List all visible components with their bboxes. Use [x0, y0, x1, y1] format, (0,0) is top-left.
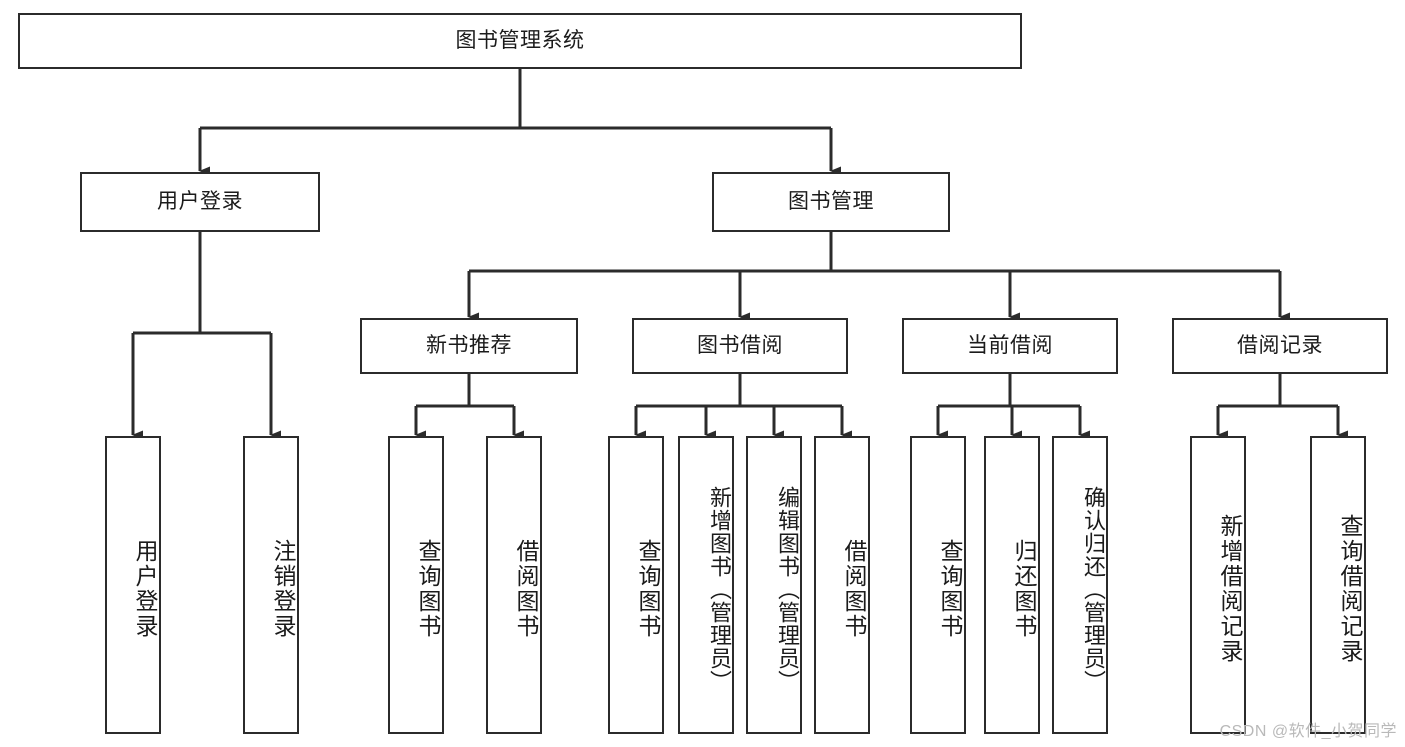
leaf-user-login[interactable]: 用户登录	[105, 436, 161, 734]
leaf-borrow-book[interactable]: 借阅图书	[814, 436, 870, 734]
leaf-user-logout[interactable]: 注销登录	[243, 436, 299, 734]
leaf-query-book-current[interactable]: 查询图书	[910, 436, 966, 734]
node-new-book-recommend[interactable]: 新书推荐	[360, 318, 578, 374]
node-current-borrow[interactable]: 当前借阅	[902, 318, 1118, 374]
leaf-edit-book-admin[interactable]: 编辑图书（管理员）	[746, 436, 802, 734]
leaf-query-borrow-record[interactable]: 查询借阅记录	[1310, 436, 1366, 734]
leaf-borrow-book-recommend[interactable]: 借阅图书	[486, 436, 542, 734]
leaf-confirm-return-admin[interactable]: 确认归还（管理员）	[1052, 436, 1108, 734]
node-borrow-record[interactable]: 借阅记录	[1172, 318, 1388, 374]
leaf-query-book-recommend[interactable]: 查询图书	[388, 436, 444, 734]
leaf-query-book-borrow[interactable]: 查询图书	[608, 436, 664, 734]
node-root[interactable]: 图书管理系统	[18, 13, 1022, 69]
node-user-login[interactable]: 用户登录	[80, 172, 320, 232]
leaf-return-book[interactable]: 归还图书	[984, 436, 1040, 734]
leaf-add-book-admin[interactable]: 新增图书（管理员）	[678, 436, 734, 734]
node-book-borrow[interactable]: 图书借阅	[632, 318, 848, 374]
csdn-watermark: CSDN @软件_小贺同学	[1219, 723, 1397, 740]
node-book-manage[interactable]: 图书管理	[712, 172, 950, 232]
leaf-add-borrow-record[interactable]: 新增借阅记录	[1190, 436, 1246, 734]
